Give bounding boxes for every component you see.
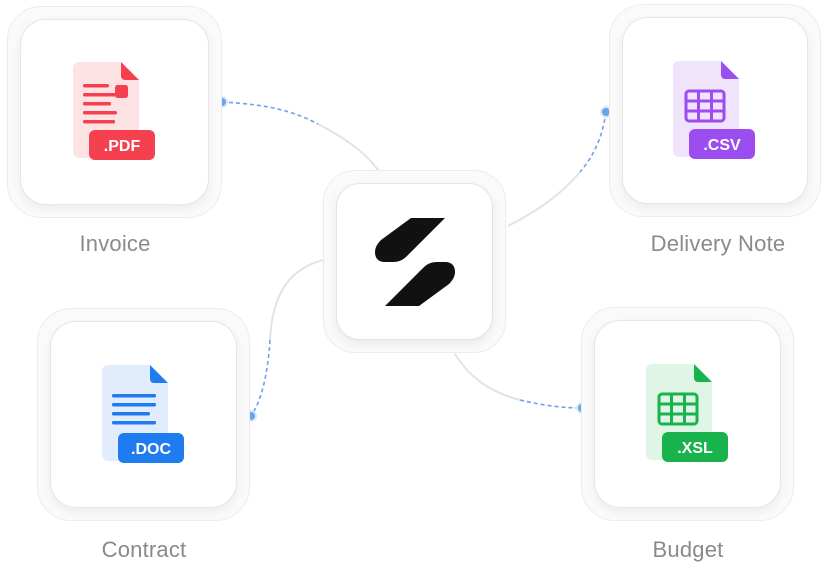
xsl-file-icon: .XSL — [645, 364, 728, 462]
card-invoice-label: Invoice — [79, 231, 151, 256]
connector-budget-dashed — [519, 399, 583, 409]
csv-badge-text: .CSV — [703, 137, 741, 154]
card-delivery-note-label: Delivery Note — [650, 231, 786, 256]
card-contract-inner: .DOC — [50, 321, 237, 508]
card-delivery-note-inner: .CSV — [622, 17, 808, 204]
pdf-badge-text: .PDF — [103, 138, 140, 155]
hub-card-inner — [336, 183, 493, 340]
connector-contract-dashed — [250, 339, 271, 417]
card-delivery-note[interactable]: .CSV — [609, 4, 821, 217]
card-budget-label: Budget — [652, 537, 724, 562]
connector-delivery-solid — [507, 171, 581, 227]
connector-contract-solid — [269, 259, 324, 341]
doc-file-icon: .DOC — [101, 364, 184, 463]
doc-badge-text: .DOC — [131, 441, 171, 458]
connector-invoice-solid — [317, 123, 379, 171]
xsl-badge-text: .XSL — [677, 440, 713, 457]
card-contract-label: Contract — [101, 537, 187, 562]
card-budget-inner: .XSL — [594, 320, 781, 508]
connector-budget-solid — [454, 353, 521, 401]
csv-file-icon: .CSV — [673, 60, 755, 159]
card-budget[interactable]: .XSL — [581, 307, 794, 521]
hub-card[interactable] — [323, 170, 506, 353]
pdf-file-icon: .PDF — [72, 62, 155, 160]
card-contract[interactable]: .DOC — [37, 308, 250, 521]
card-invoice[interactable]: .PDF — [7, 6, 222, 218]
card-invoice-inner: .PDF — [20, 19, 209, 205]
connector-invoice-dashed — [221, 101, 319, 125]
connector-delivery-dashed — [579, 111, 607, 173]
slash-logo-icon — [374, 217, 455, 306]
